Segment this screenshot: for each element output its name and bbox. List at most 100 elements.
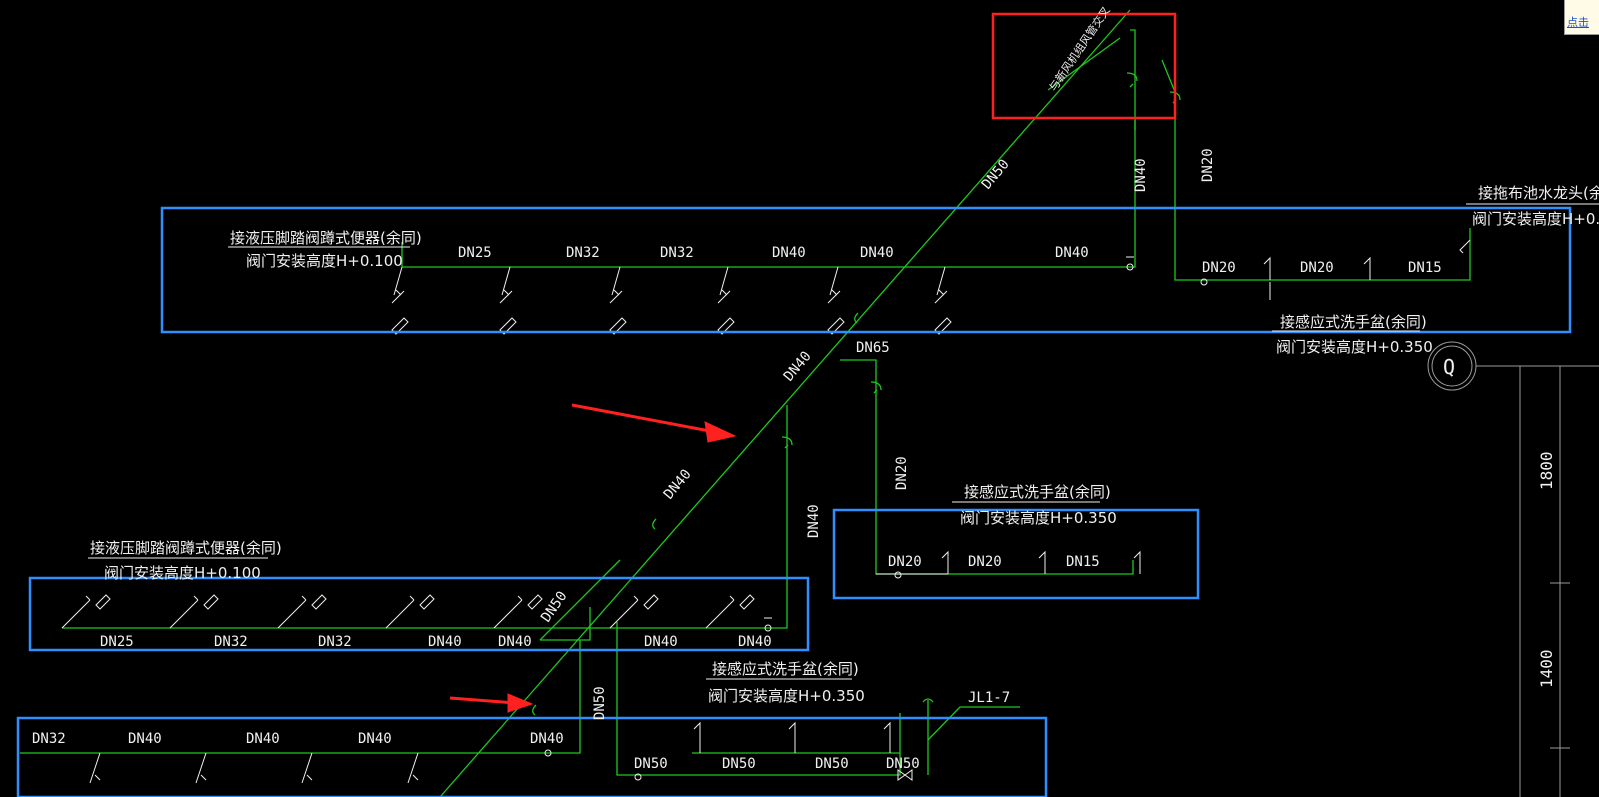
size-drop-top-right: DN20 (1200, 148, 1216, 182)
main-hook-1 (854, 312, 859, 324)
note-mop: 接拖布池水龙头(余同) (1478, 184, 1599, 202)
size-drop-top: DN40 (1133, 158, 1149, 192)
size-row1-5: DN40 (860, 245, 894, 261)
left-drop-dn40 (760, 405, 788, 629)
pipe-network (20, 9, 1471, 797)
basin-mid-2 (1038, 550, 1046, 574)
squat-toilet-4 (717, 266, 735, 335)
zone-box-top (160, 206, 1572, 334)
row2-end-valve (764, 624, 772, 632)
row2-dn50-branch (539, 559, 621, 641)
row2-fixtures (61, 594, 772, 632)
conflict-note: 与新风机组风管交叉 (1046, 4, 1113, 94)
size-row3-5: DN40 (530, 731, 564, 747)
size-row1-3: DN32 (660, 245, 694, 261)
note-basin-bottom-height: 阀门安装高度H+0.350 (708, 687, 865, 705)
red-box-tee (1130, 29, 1136, 130)
size-row3r-3: DN50 (815, 756, 849, 772)
squat-toilet-r2-7 (705, 594, 755, 629)
note-basin-mid-height: 阀门安装高度H+0.350 (960, 509, 1117, 527)
squat-toilet-6 (934, 266, 952, 335)
size-main-lower: DN40 (661, 466, 695, 502)
size-row3-1: DN32 (32, 731, 66, 747)
size-row2-2: DN32 (214, 634, 248, 650)
note-squat-top-height: 阀门安装高度H+0.100 (246, 252, 403, 270)
size-row1-2: DN32 (566, 245, 600, 261)
basin-r1-2 (1363, 256, 1371, 280)
note-squat-left: 接液压脚踏阀蹲式便器(余同) (90, 539, 282, 557)
row3-fixtures (89, 721, 913, 784)
size-row2-5: DN40 (498, 634, 532, 650)
corner-popup-note[interactable]: 点击 (1564, 0, 1599, 35)
size-row1-1: DN25 (458, 245, 492, 261)
squat-toilet-r2-1 (61, 594, 111, 629)
main-hook-2 (652, 518, 657, 530)
size-row2-6: DN40 (644, 634, 678, 650)
fixture-notes: 接液压脚踏阀蹲式便器(余同) 阀门安装高度H+0.100 接拖布池水龙头(余同)… (88, 184, 1599, 705)
size-row3r-2: DN50 (722, 756, 756, 772)
size-row1r-2: DN20 (1300, 260, 1334, 276)
grid-circle-inner (1431, 345, 1473, 387)
squat-toilet-r2-6 (609, 594, 659, 629)
size-row1r-3: DN15 (1408, 260, 1442, 276)
arrow-lower-head (507, 693, 534, 713)
main-diagonal-pipe (439, 9, 1131, 797)
size-row3-3: DN40 (246, 731, 280, 747)
arrow-lower-shaft (449, 696, 516, 705)
red-box-hook (1126, 72, 1138, 88)
note-basin-mid: 接感应式洗手盆(余同) (964, 483, 1111, 501)
size-row2-4: DN40 (428, 634, 462, 650)
note-squat-left-height: 阀门安装高度H+0.100 (104, 564, 261, 582)
size-row1-4: DN40 (772, 245, 806, 261)
size-mid-1: DN20 (888, 554, 922, 570)
bottom-drop-dn50-b (546, 640, 581, 754)
size-dn65: DN65 (856, 340, 890, 356)
note-squat-top: 接液压脚踏阀蹲式便器(余同) (230, 229, 422, 247)
basin-r3-1 (693, 721, 701, 753)
note-basin-bottom: 接感应式洗手盆(余同) (712, 660, 859, 678)
riser-tag: JL1-7 (968, 690, 1010, 706)
row3-valve-b (634, 773, 642, 781)
annotation-arrows (449, 403, 737, 713)
bottom-drop-dn50 (616, 622, 901, 776)
size-row2-3: DN32 (318, 634, 352, 650)
row1-fixtures (391, 239, 1471, 335)
dim-1400: 1400 (1537, 649, 1556, 688)
left-drop-hook (781, 436, 793, 449)
arrow-upper-head (704, 421, 737, 443)
dim-1800: 1800 (1537, 451, 1556, 490)
mop-sink-valve (1459, 239, 1471, 254)
row3-hook (532, 704, 537, 716)
fixture-r3-2 (195, 752, 207, 784)
row1-right-valve (1200, 278, 1208, 286)
grid-dimensions (1427, 341, 1599, 797)
basin-r3-2 (788, 721, 796, 753)
squat-toilet-r2-3 (277, 594, 327, 629)
fixture-r3-4 (407, 752, 419, 784)
gate-valve-icon (897, 769, 913, 781)
zone-box-left (28, 576, 810, 652)
corner-popup-link[interactable]: 点击 (1567, 16, 1589, 29)
top-drop-dn40 (1114, 120, 1136, 268)
size-row3-2: DN40 (128, 731, 162, 747)
size-mid-2: DN20 (968, 554, 1002, 570)
note-basin-top-height: 阀门安装高度H+0.350 (1276, 338, 1433, 356)
riser-jl1-7-leader (927, 706, 1020, 741)
squat-toilet-5 (827, 266, 845, 335)
squat-toilet-2 (499, 266, 517, 335)
row2-tee (540, 607, 591, 641)
size-main-mid: DN40 (781, 348, 815, 384)
midbox-valve (894, 571, 902, 579)
size-row2-7: DN40 (738, 634, 772, 650)
row3-valve (544, 749, 552, 757)
riser-top-hook (922, 698, 934, 703)
basin-r3-3 (883, 721, 891, 753)
note-basin-top: 接感应式洗手盆(余同) (1280, 313, 1427, 331)
zone-box-middle (832, 508, 1200, 600)
size-row3-4: DN40 (358, 731, 392, 747)
row1-end-valve (1126, 263, 1134, 271)
basin-mid-3 (1133, 550, 1141, 574)
note-mop-height: 阀门安装高度H+0.8 (1472, 210, 1599, 228)
size-main-top: DN50 (979, 156, 1013, 192)
squat-toilet-1 (391, 266, 409, 335)
